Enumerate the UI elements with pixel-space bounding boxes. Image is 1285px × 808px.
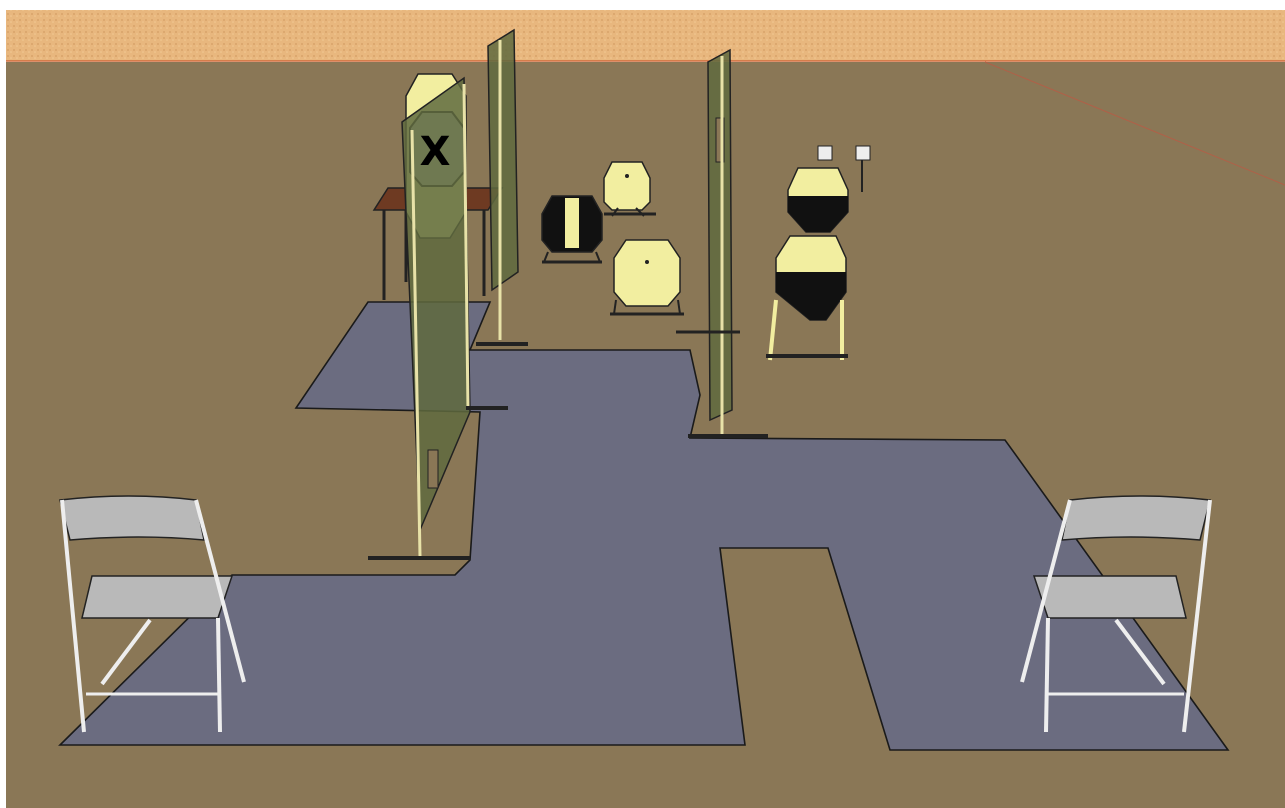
no-shoot-x-mark: X — [415, 128, 455, 176]
sky-band — [6, 10, 1285, 61]
